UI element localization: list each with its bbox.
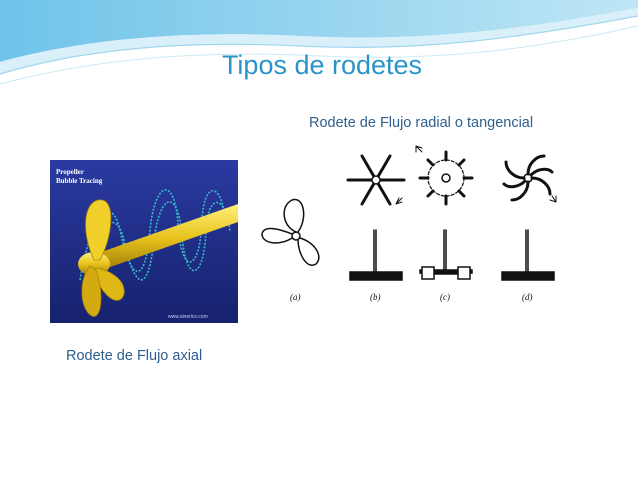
slide-title: Tipos de rodetes	[221, 50, 423, 80]
curved-blade-turbine-side	[501, 229, 555, 281]
inset-title-line1: Propeller	[56, 168, 84, 176]
disk-turbine-top	[418, 150, 474, 206]
diagram-label-a: (a)	[290, 292, 301, 302]
flat-blade-turbine-side	[349, 229, 403, 281]
diagram-label-c: (c)	[440, 292, 450, 302]
diagram-label-b: (b)	[370, 292, 381, 302]
curved-blade-turbine-top	[502, 154, 554, 202]
image-watermark: www.sinerics.com	[168, 314, 208, 320]
inset-title-line2: Bubble Tracing	[56, 177, 103, 185]
radial-flow-caption: Rodete de Flujo radial o tangencial	[309, 115, 534, 131]
disk-turbine-side	[419, 229, 473, 280]
impeller-types-diagram: (a) (b) (c) (d)	[252, 134, 614, 310]
axial-flow-caption: Rodete de Flujo axial	[66, 348, 203, 364]
flat-blade-turbine-top	[346, 154, 406, 206]
marine-propeller-drawing	[261, 198, 320, 266]
header-wave-decoration	[0, 0, 638, 85]
propeller-bubble-image: Propeller Bubble Tracing www.sinerics.co…	[50, 160, 238, 323]
diagram-label-d: (d)	[522, 292, 533, 302]
